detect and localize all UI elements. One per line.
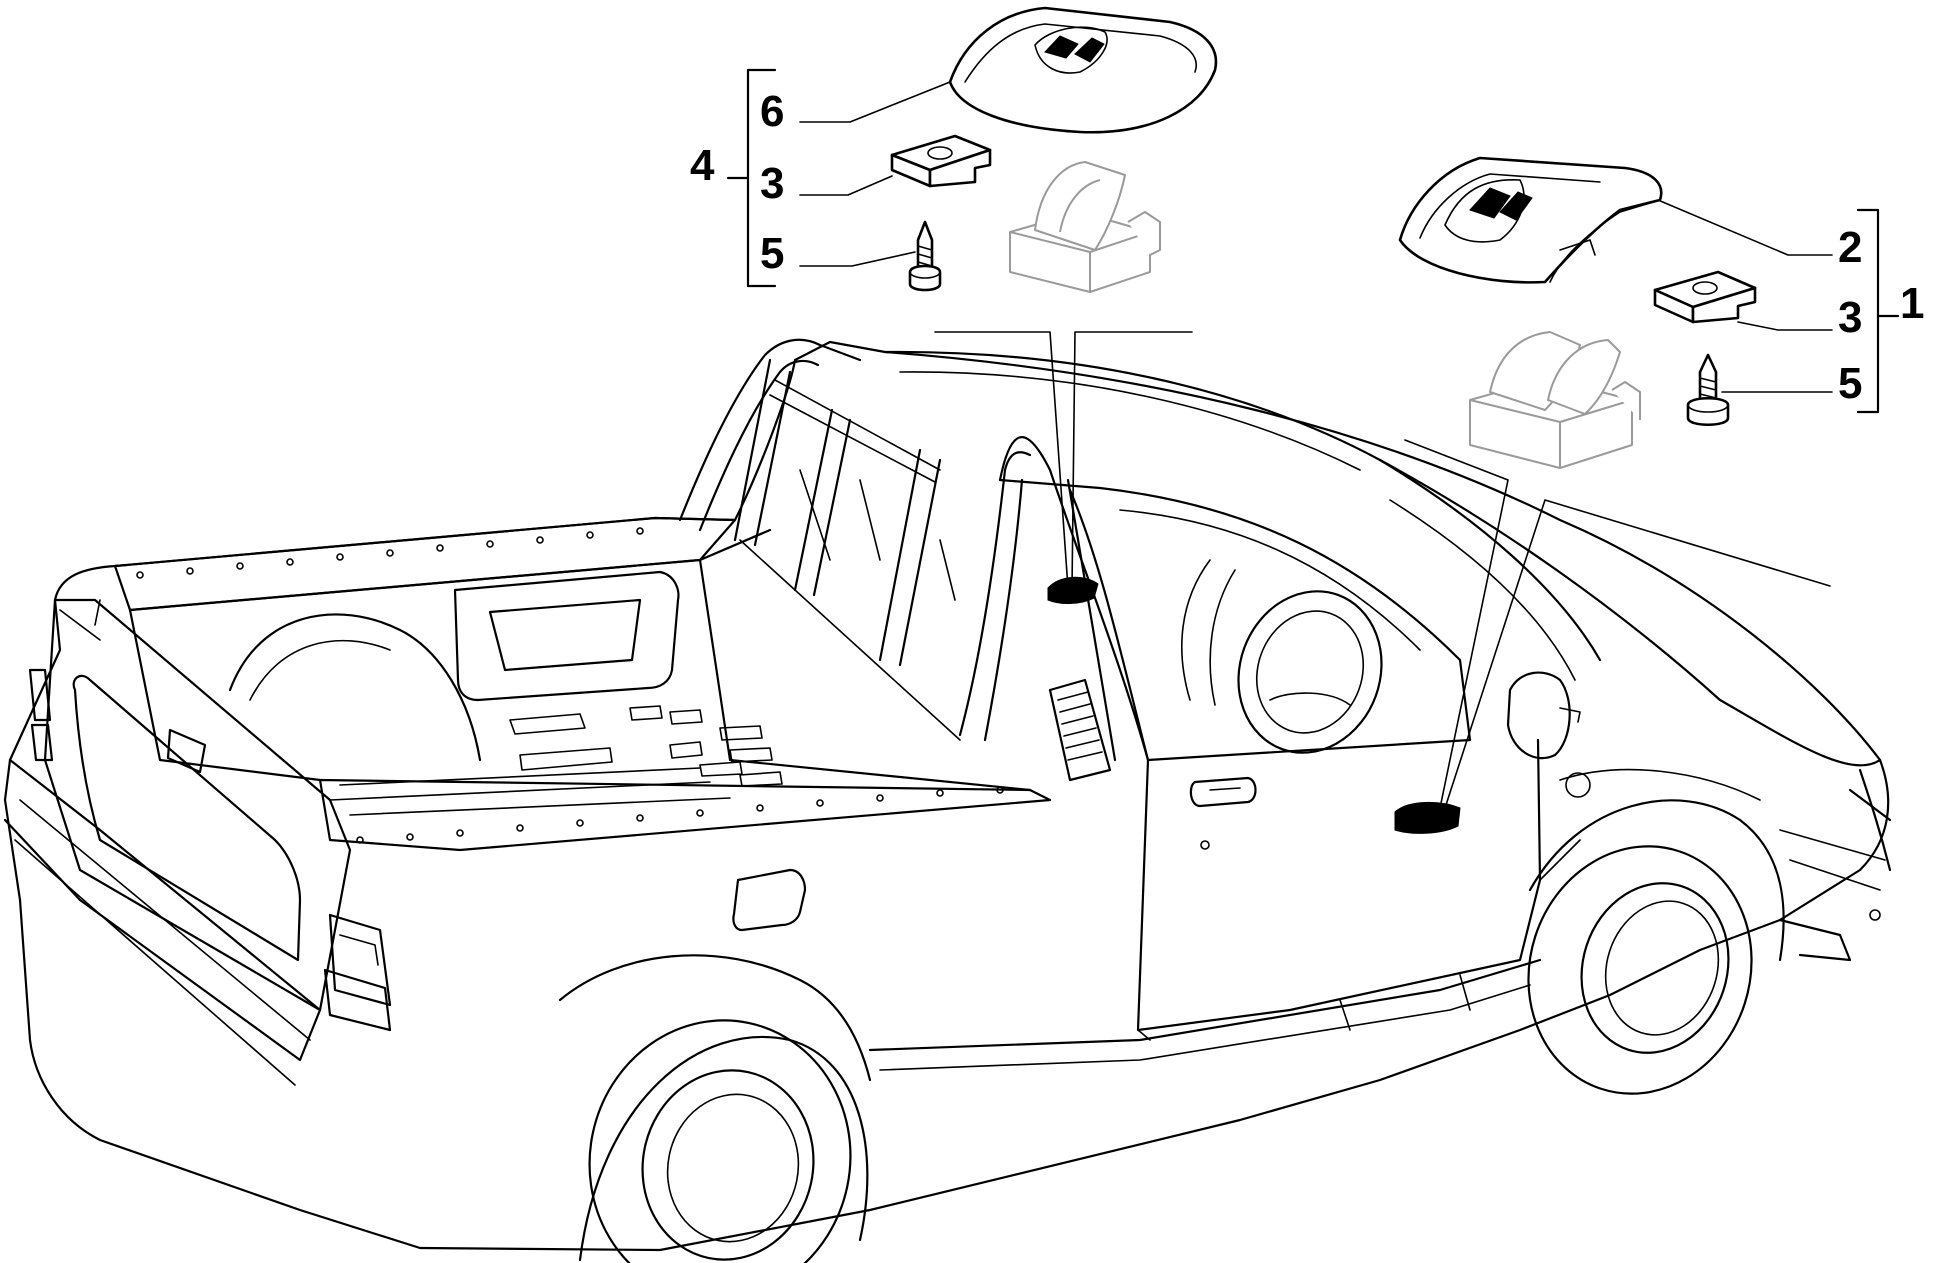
switch-body-right-ghost	[1469, 331, 1641, 469]
body-outline	[3, 340, 1890, 1252]
front-end	[1565, 698, 1892, 962]
front-wheel	[1527, 799, 1785, 1095]
tailgate	[43, 598, 352, 1012]
door-handle	[1189, 776, 1257, 808]
rear-wheel	[558, 954, 872, 1263]
group-right-bracket	[1856, 208, 1880, 414]
screw-left	[908, 220, 942, 292]
callout-1: 1	[1900, 279, 1924, 328]
switch-cover-left	[948, 6, 1218, 134]
switch-cover-right	[1398, 156, 1663, 284]
pickup-vehicle	[3, 338, 1892, 1263]
roll-bar	[678, 338, 1032, 742]
screw-right	[1686, 353, 1730, 427]
callout-5-left: 5	[760, 229, 784, 278]
switch-location-mark-pillar	[1047, 576, 1099, 604]
switch-location-mark-door	[1394, 801, 1461, 834]
rear-bumper	[3, 758, 322, 1086]
callout-3-right: 3	[1838, 293, 1862, 342]
callout-6: 6	[760, 87, 784, 136]
callout-2: 2	[1838, 223, 1862, 272]
vent-grille	[1048, 678, 1112, 782]
group-right-callouts: 1 2 3 5	[1657, 199, 1924, 414]
group-left-callouts: 4 6 3 5	[690, 68, 951, 288]
callout-3-left: 3	[760, 159, 784, 208]
clip-left	[890, 134, 992, 188]
fuel-cap	[732, 868, 807, 932]
cargo-bed	[113, 516, 1052, 852]
callout-4: 4	[690, 141, 715, 190]
clip-right	[1653, 270, 1757, 324]
switch-body-left-ghost	[1009, 161, 1161, 293]
tail-light	[28, 668, 392, 1032]
side-mirror	[1506, 671, 1581, 760]
tailgate-handle	[166, 728, 207, 774]
callout-5-right: 5	[1838, 359, 1862, 408]
